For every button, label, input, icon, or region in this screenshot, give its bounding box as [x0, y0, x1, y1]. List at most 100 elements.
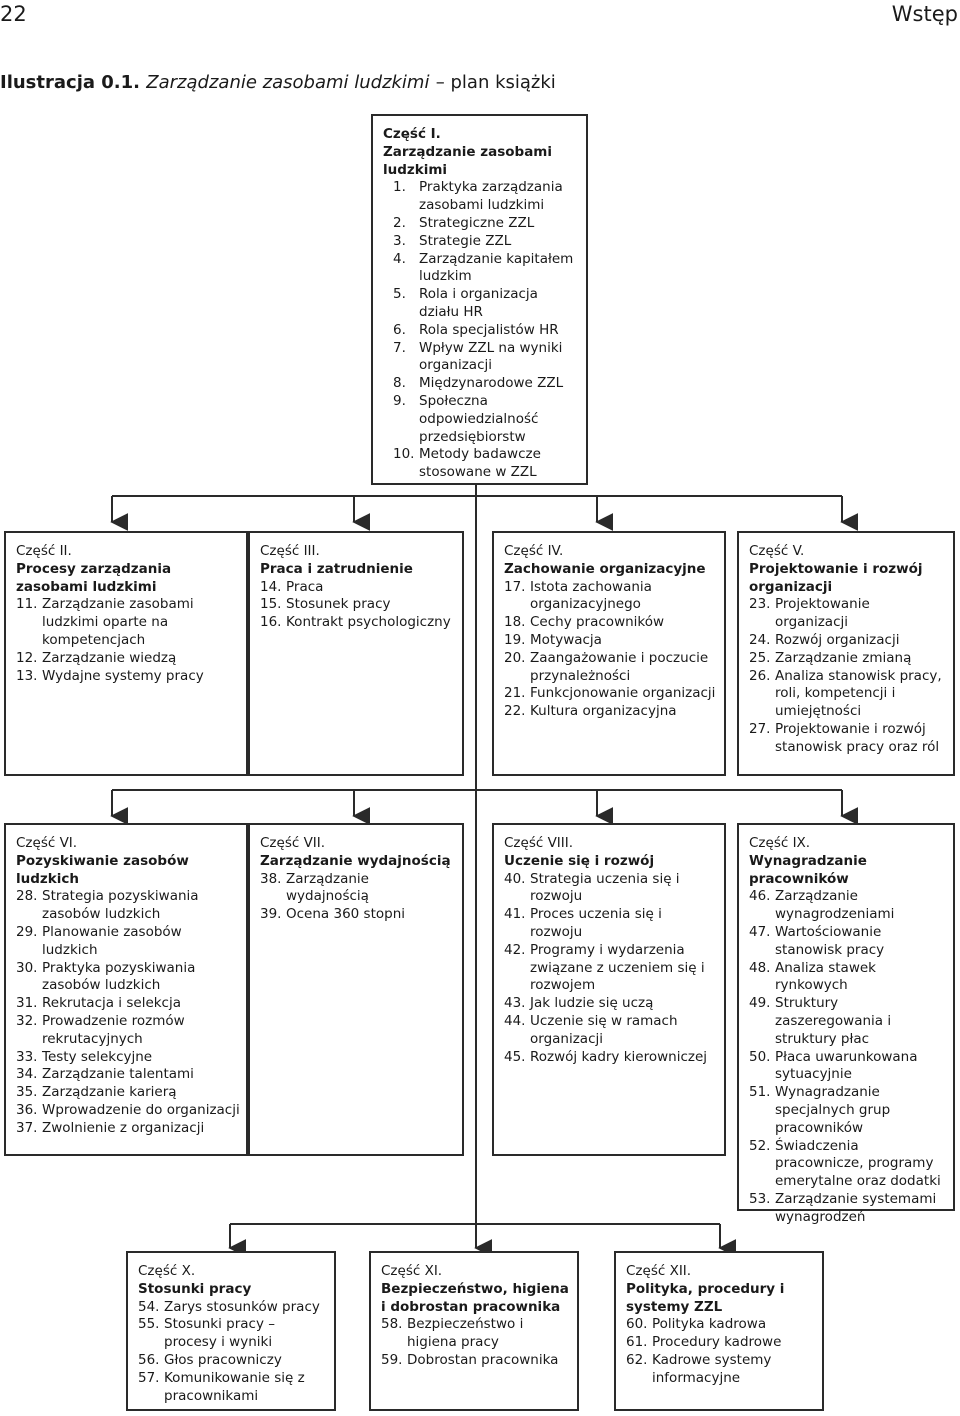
part-box-11: Część XI.Bezpieczeństwo, higiena i dobro… — [369, 1251, 579, 1411]
chapter-title: Projektowanie organizacji — [775, 596, 870, 631]
chapter-number: 30. — [16, 959, 38, 976]
chapter-item: 25.Zarządzanie zmianą — [749, 650, 947, 668]
figure-caption: Ilustracja 0.1. Zarządzanie zasobami lud… — [0, 72, 556, 93]
chapter-number: 53. — [749, 1190, 771, 1207]
chapter-number: 12. — [16, 649, 38, 666]
part-title: Praca i zatrudnienie — [260, 560, 413, 577]
part-heading: Część I. — [383, 126, 441, 142]
page-number: 22 — [0, 2, 27, 26]
chapter-title: Planowanie zasobów ludzkich — [42, 923, 182, 958]
chapter-title: Zwolnienie z organizacji — [42, 1119, 205, 1136]
chapter-number: 15. — [260, 596, 282, 613]
chapter-item: 61.Procedury kadrowe — [626, 1334, 816, 1352]
chapter-title: Zarys stosunków pracy — [164, 1298, 320, 1315]
chapter-item: 36.Wprowadzenie do organizacji — [16, 1102, 240, 1120]
part-heading: Część V. — [749, 543, 805, 559]
chapter-item: 33.Testy selekcyjne — [16, 1049, 240, 1067]
chapter-number: 6. — [393, 321, 406, 338]
chapter-number: 3. — [393, 232, 406, 249]
chapter-item: 20.Zaangażowanie i poczucie przynależnoś… — [504, 650, 718, 686]
chapter-title: Społeczna odpowiedzialność przedsiębiors… — [419, 392, 539, 445]
chapter-item: 2.Strategiczne ZZL — [383, 215, 580, 233]
chapter-number: 45. — [504, 1048, 526, 1065]
chapter-title: Rozwój organizacji — [775, 631, 900, 648]
chapter-title: Rola i organizacja działu HR — [419, 286, 538, 320]
chapter-number: 7. — [393, 339, 406, 356]
chapter-title: Kontrakt psychologiczny — [286, 614, 451, 631]
part-title: Projektowanie i rozwój organizacji — [749, 560, 923, 595]
chapter-item: 42.Programy i wydarzenia związane z ucze… — [504, 942, 718, 995]
chapter-item: 38.Zarządzanie wydajnością — [260, 871, 456, 907]
chapter-item: 27.Projektowanie i rozwój stanowisk prac… — [749, 721, 947, 757]
chapter-number: 48. — [749, 959, 771, 976]
chapter-item: 44.Uczenie się w ramach organizacji — [504, 1013, 718, 1049]
chapter-title: Praktyka zarządzania zasobami ludzkimi — [419, 179, 563, 214]
chapter-title: Motywacja — [530, 631, 602, 648]
chapter-number: 25. — [749, 649, 771, 666]
chapter-item: 11.Zarządzanie zasobami ludzkimi oparte … — [16, 596, 240, 649]
chapter-item: 52.Świadczenia pracownicze, programy eme… — [749, 1138, 947, 1191]
chapter-item: 15.Stosunek pracy — [260, 596, 456, 614]
chapter-item: 59.Dobrostan pracownika — [381, 1352, 571, 1370]
chapter-title: Zaangażowanie i poczucie przynależności — [530, 649, 709, 684]
chapter-number: 31. — [16, 995, 38, 1012]
chapter-title: Wpływ ZZL na wyniki organizacji — [419, 339, 563, 374]
chapter-number: 55. — [138, 1316, 160, 1333]
chapter-item: 29.Planowanie zasobów ludzkich — [16, 924, 240, 960]
chapter-item: 3.Strategie ZZL — [383, 233, 580, 251]
chapter-number: 50. — [749, 1048, 771, 1065]
chapter-item: 9.Społeczna odpowiedzialność przedsiębio… — [383, 393, 580, 446]
chapter-title: Zarządzanie zasobami ludzkimi oparte na … — [42, 596, 194, 648]
chapter-number: 20. — [504, 649, 526, 666]
chapter-number: 33. — [16, 1048, 38, 1065]
chapter-title: Zarządzanie wydajnością — [286, 870, 369, 905]
part-heading: Część II. — [16, 543, 72, 559]
part-title: Zarządzanie zasobami ludzkimi — [383, 143, 552, 178]
chapter-item: 45.Rozwój kadry kierowniczej — [504, 1049, 718, 1067]
chapter-title: Strategia pozyskiwania zasobów ludzkich — [42, 888, 199, 923]
part-heading: Część XII. — [626, 1263, 692, 1279]
chapter-item: 31.Rekrutacja i selekcja — [16, 995, 240, 1013]
caption-subtitle: – plan książki — [435, 72, 556, 93]
chapter-title: Zarządzanie kapitałem ludzkim — [419, 250, 574, 285]
chapter-item: 56.Głos pracowniczy — [138, 1352, 328, 1370]
chapter-item: 5.Rola i organizacja działu HR — [383, 286, 580, 322]
chapter-title: Wynagradzanie specjalnych grup pracownik… — [775, 1084, 891, 1136]
chapter-title: Funkcjonowanie organizacji — [530, 685, 716, 702]
part-heading: Część VI. — [16, 835, 78, 851]
chapter-title: Wprowadzenie do organizacji — [42, 1101, 240, 1118]
chapter-item: 18.Cechy pracowników — [504, 614, 718, 632]
chapter-number: 43. — [504, 995, 526, 1012]
part-title: Bezpieczeństwo, higiena i dobrostan prac… — [381, 1280, 569, 1315]
chapter-title: Testy selekcyjne — [42, 1048, 153, 1065]
chapter-item: 28.Strategia pozyskiwania zasobów ludzki… — [16, 888, 240, 924]
chapter-number: 62. — [626, 1351, 648, 1368]
chapter-title: Rola specjalistów HR — [419, 321, 559, 338]
chapter-title: Komunikowanie się z pracownikami — [164, 1369, 305, 1404]
chapter-number: 2. — [393, 214, 406, 231]
chapter-number: 51. — [749, 1084, 771, 1101]
chapter-item: 23.Projektowanie organizacji — [749, 596, 947, 632]
chapter-item: 26.Analiza stanowisk pracy, roli, kompet… — [749, 668, 947, 721]
chapter-number: 56. — [138, 1351, 160, 1368]
chapter-number: 37. — [16, 1119, 38, 1136]
chapter-title: Jak ludzie się uczą — [530, 995, 654, 1012]
chapter-item: 4. Zarządzanie kapitałem ludzkim — [383, 251, 580, 287]
chapter-title: Zarządzanie zmianą — [775, 649, 912, 666]
chapter-item: 49.Struktury zaszeregowania i struktury … — [749, 995, 947, 1048]
chapter-number: 27. — [749, 720, 771, 737]
chapter-number: 8. — [393, 375, 406, 392]
chapter-number: 52. — [749, 1137, 771, 1154]
chapter-number: 44. — [504, 1012, 526, 1029]
chapter-number: 4. — [393, 250, 406, 267]
chapter-title: Praca — [286, 578, 324, 595]
part-heading: Część III. — [260, 543, 320, 559]
chapter-item: 19.Motywacja — [504, 632, 718, 650]
chapter-title: Wydajne systemy pracy — [42, 667, 204, 684]
chapter-title: Ocena 360 stopni — [286, 906, 405, 923]
chapter-number: 35. — [16, 1084, 38, 1101]
chapter-number: 46. — [749, 888, 771, 905]
chapter-item: 14.Praca — [260, 579, 456, 597]
